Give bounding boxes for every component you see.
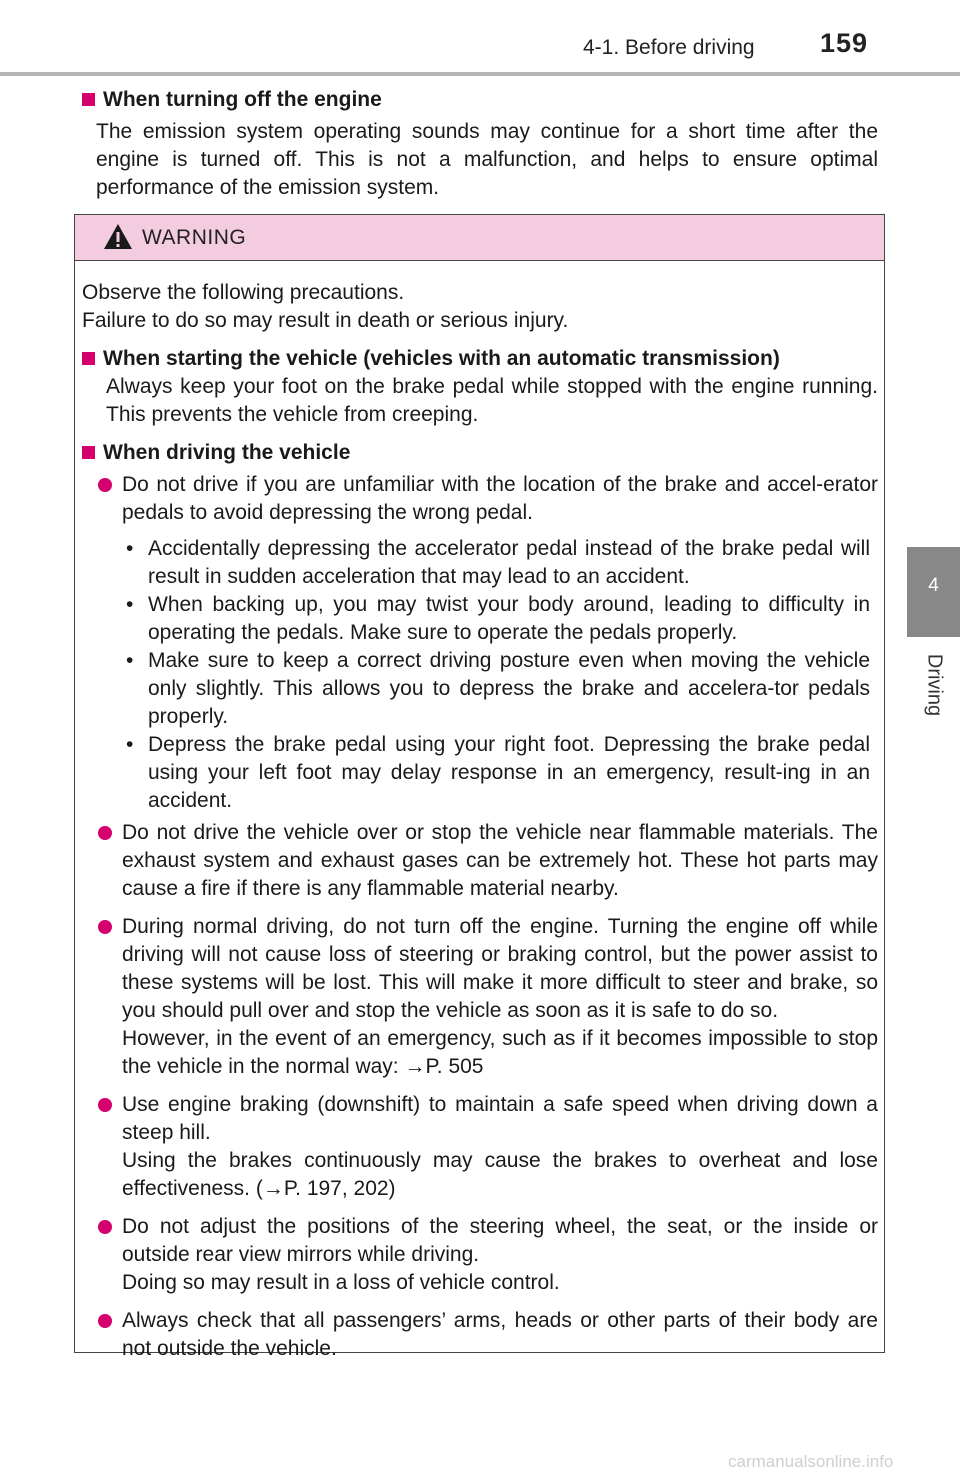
watermark: carmanualsonline.info (728, 1452, 894, 1471)
circle-bullet-icon (98, 1220, 112, 1234)
bullet4-text: Use engine braking (downshift) to mainta… (122, 1093, 878, 1144)
list-item: Do not adjust the positions of the steer… (82, 1213, 878, 1297)
sub-item-text: Make sure to keep a correct driving post… (148, 649, 870, 728)
sub-item-text: Accidentally depressing the accelerator … (148, 537, 870, 588)
sub-item-text: When backing up, you may twist your body… (148, 593, 870, 644)
section1-body: Always keep your foot on the brake pedal… (106, 375, 878, 426)
warning-intro-1: Observe the following precautions. (82, 281, 405, 304)
chapter-label: Driving (923, 653, 946, 717)
section2-heading: When driving the vehicle (82, 439, 878, 467)
section2-heading-text: When driving the vehicle (103, 441, 351, 464)
list-item: Do not drive the vehicle over or stop th… (82, 819, 878, 903)
section1-heading-text: When starting the vehicle (vehicles with… (103, 347, 780, 370)
bullet2-text: Do not drive the vehicle over or stop th… (122, 821, 878, 900)
circle-bullet-icon (98, 826, 112, 840)
square-bullet-icon (82, 93, 95, 106)
bullet1-text: Do not drive if you are unfamiliar with … (122, 473, 878, 524)
page-number: 159 (820, 28, 869, 58)
warning-body: Observe the following precautions. Failu… (82, 279, 878, 1363)
header-rule (0, 72, 960, 76)
intro-heading: When turning off the engine (82, 88, 382, 112)
circle-bullet-icon (98, 1314, 112, 1328)
warning-box: WARNING Observe the following precaution… (74, 214, 885, 1360)
intro-heading-text: When turning off the engine (103, 88, 382, 111)
warning-intro-2: Failure to do so may result in death or … (82, 309, 569, 332)
square-bullet-icon (82, 446, 95, 459)
list-item: Use engine braking (downshift) to mainta… (82, 1091, 878, 1203)
bullet5-text2: Doing so may result in a loss of vehicle… (122, 1271, 560, 1294)
circle-bullet-icon (98, 920, 112, 934)
bullet3-text: During normal driving, do not turn off t… (122, 915, 878, 1022)
sub-list-item: •When backing up, you may twist your bod… (126, 593, 870, 644)
sub-item-text: Depress the brake pedal using your right… (148, 733, 870, 812)
sub-list-item: •Depress the brake pedal using your righ… (126, 733, 870, 812)
sub-list: •Accidentally depressing the accelerator… (82, 535, 878, 815)
chapter-number: 4 (928, 575, 939, 596)
sub-list-item: •Accidentally depressing the accelerator… (126, 537, 870, 588)
section-title: 4-1. Before driving (583, 36, 755, 59)
section1-heading: When starting the vehicle (vehicles with… (82, 345, 878, 373)
list-item: Do not drive if you are unfamiliar with … (82, 471, 878, 527)
bullet6-text: Always check that all passengers’ arms, … (122, 1309, 878, 1360)
square-bullet-icon (82, 352, 95, 365)
circle-bullet-icon (98, 1098, 112, 1112)
sub-list-item: •Make sure to keep a correct driving pos… (126, 649, 870, 728)
bullet5-text: Do not adjust the positions of the steer… (122, 1215, 878, 1266)
chapter-tab: 4 (907, 547, 960, 637)
warning-header: WARNING (75, 215, 884, 261)
warning-title: WARNING (142, 226, 247, 249)
circle-bullet-icon (98, 478, 112, 492)
intro-body: The emission system operating sounds may… (96, 120, 878, 199)
bullet3-text2: However, in the event of an emergency, s… (122, 1027, 878, 1078)
bullet4-text2: Using the brakes continuously may cause … (122, 1149, 878, 1200)
list-item: During normal driving, do not turn off t… (82, 913, 878, 1081)
warning-triangle-icon (104, 224, 132, 249)
list-item: Always check that all passengers’ arms, … (82, 1307, 878, 1363)
